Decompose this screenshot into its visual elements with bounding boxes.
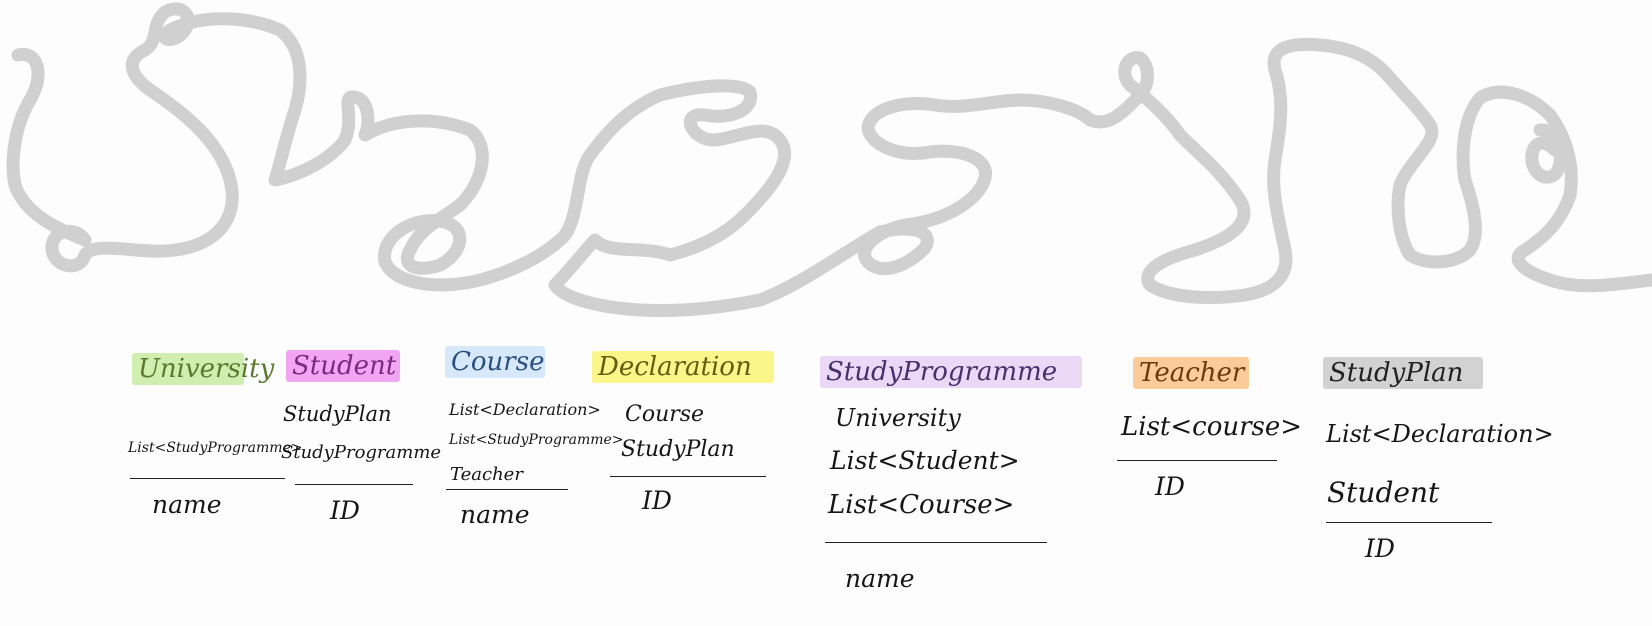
field-studyprogramme-1[interactable]: List<Student> — [830, 446, 1020, 475]
field-studyplan-1[interactable]: Student — [1327, 476, 1440, 509]
field-studyplan-0[interactable]: List<Declaration> — [1326, 420, 1554, 448]
key-course[interactable]: name — [460, 500, 530, 529]
divider-studyprogramme — [825, 542, 1047, 543]
field-teacher-0[interactable]: List<course> — [1121, 412, 1303, 442]
entity-title-studyplan[interactable]: StudyPlan — [1323, 357, 1483, 389]
field-studyprogramme-2[interactable]: List<Course> — [828, 490, 1015, 520]
entity-title-student[interactable]: Student — [286, 350, 400, 382]
key-teacher[interactable]: ID — [1155, 472, 1185, 501]
scribble-stroke — [6, 2, 1652, 318]
divider-declaration — [610, 476, 766, 477]
field-declaration-1[interactable]: StudyPlan — [621, 437, 735, 462]
field-student-0[interactable]: StudyPlan — [283, 402, 392, 426]
entity-title-university[interactable]: University — [132, 353, 274, 385]
divider-teacher — [1117, 460, 1277, 461]
field-studyprogramme-0[interactable]: University — [835, 404, 961, 432]
divider-student — [295, 484, 413, 485]
key-university[interactable]: name — [152, 490, 222, 519]
scribble-stroke-small — [1525, 123, 1567, 184]
key-declaration[interactable]: ID — [642, 486, 672, 515]
divider-studyplan — [1326, 522, 1492, 523]
field-university-0[interactable]: List<StudyProgramme> — [128, 440, 303, 456]
key-student[interactable]: ID — [330, 496, 360, 525]
key-studyplan[interactable]: ID — [1365, 534, 1395, 563]
entity-title-course[interactable]: Course — [445, 346, 545, 378]
field-course-2[interactable]: Teacher — [450, 464, 523, 485]
field-course-0[interactable]: List<Declaration> — [449, 400, 601, 419]
field-declaration-0[interactable]: Course — [625, 402, 705, 427]
entity-title-studyprogramme[interactable]: StudyProgramme — [820, 356, 1082, 388]
divider-course — [446, 489, 568, 490]
key-studyprogramme[interactable]: name — [845, 564, 915, 593]
field-course-1[interactable]: List<StudyProgramme> — [449, 432, 624, 448]
divider-university — [130, 478, 285, 479]
entity-title-teacher[interactable]: Teacher — [1133, 357, 1249, 389]
entity-title-declaration[interactable]: Declaration — [592, 351, 774, 383]
field-student-1[interactable]: StudyProgramme — [281, 442, 442, 463]
